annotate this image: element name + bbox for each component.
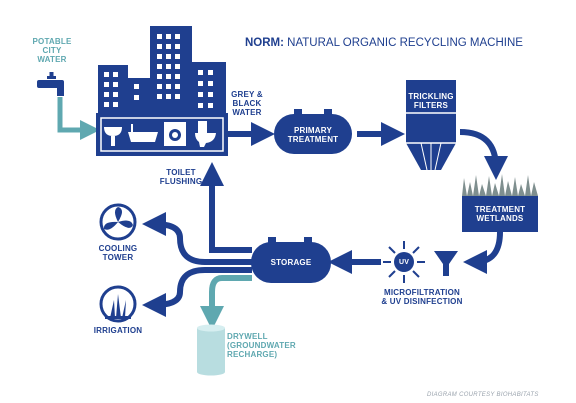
drywell-line2: (GROUNDWATER [227,341,296,350]
grey-line1: GREY & [231,90,263,99]
potable-line1: POTABLE [32,37,72,46]
trickling-filters-label: TRICKLING FILTERS [406,92,456,110]
grey-line3: WATER [232,108,262,117]
micro-line1: MICROFILTRATION [383,288,461,297]
fan-icon [99,203,137,241]
filter-funnel-icon [434,251,458,276]
drywell-cylinder-icon [197,324,225,376]
title-bold: NORM: [245,37,284,49]
drywell-line3: RECHARGE) [227,350,278,359]
faucet-icon [37,72,64,96]
micro-line2: & UV DISINFECTION [381,297,463,306]
grey-line2: BLACK [232,99,262,108]
building-icon [96,26,228,156]
tank-icon [274,109,352,154]
drywell-label: DRYWELL (GROUNDWATER RECHARGE) [227,332,296,359]
title-rest: NATURAL ORGANIC RECYCLING MACHINE [283,37,523,49]
potable-water-label: POTABLE CITY WATER [30,37,74,64]
drywell-arrow [200,275,252,330]
potable-line3: WATER [37,55,67,64]
irrigation-label: IRRIGATION [93,326,143,335]
cooling-line2: TOWER [102,253,134,262]
primary-treatment-label: PRIMARY TREATMENT [276,126,350,144]
primary-line1: PRIMARY [294,126,332,135]
cooling-tower-label: COOLING TOWER [94,244,142,262]
cooling-tower-arrow [142,212,252,265]
diagram-credit: DIAGRAM COURTESY BIOHABITATS [427,392,539,398]
toilet-flushing-label: TOILET FLUSHING [158,168,204,186]
primary-line2: TREATMENT [287,135,339,144]
trickling-filter-icon [406,80,456,171]
irrigation-arrow [142,267,252,317]
trickling-line2: FILTERS [413,101,449,110]
storage-label: STORAGE [270,258,312,267]
sink-icon [104,127,122,146]
potable-line2: CITY [42,46,62,55]
toilet-line2: FLUSHING [159,177,203,186]
cooling-line1: COOLING [98,244,138,253]
flow-arrow-filters-to-wetlands [459,129,508,180]
grey-black-water-label: GREY & BLACK WATER [227,90,267,117]
plant-icon [99,285,137,323]
flow-arrow-wetlands-to-filtration [463,231,503,274]
page-title: NORM: NATURAL ORGANIC RECYCLING MACHINE [245,37,523,49]
toilet-line1: TOILET [166,168,196,177]
drywell-line1: DRYWELL [227,332,268,341]
wetlands-icon [462,174,538,232]
toilet-flushing-arrow [200,162,252,253]
trickling-line1: TRICKLING [408,92,454,101]
wetlands-line2: WETLANDS [476,214,524,223]
wetlands-line1: TREATMENT [474,205,526,214]
washing-machine-icon [164,122,186,146]
uv-sun-icon [383,241,425,283]
bathtub-icon [128,124,158,142]
treatment-wetlands-label: TREATMENT WETLANDS [462,205,538,223]
potable-water-arrow [57,97,100,140]
toilet-icon [195,121,216,147]
microfiltration-label: MICROFILTRATION & UV DISINFECTION [374,288,470,306]
uv-label: UV [398,259,410,266]
storage-tank-icon [251,237,331,283]
